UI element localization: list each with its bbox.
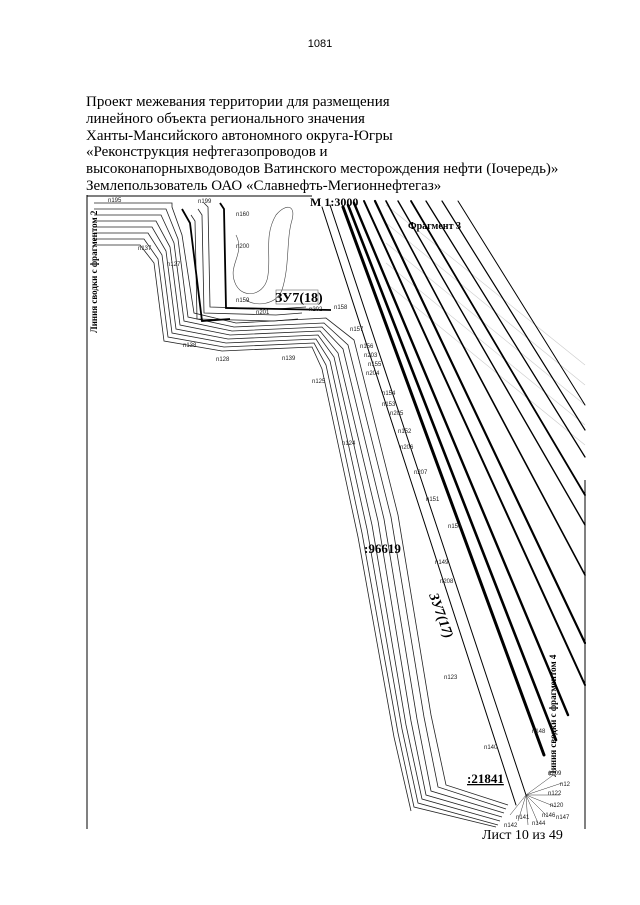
point-label: n144 (532, 821, 546, 827)
header-line: «Реконструкция нефтегазопроводов и (86, 144, 328, 161)
point-label: n148 (532, 729, 546, 735)
point-label: n151 (426, 497, 440, 503)
left-link-label: Линия сводки с фрагментом 2 (89, 210, 99, 333)
point-label: n138 (183, 343, 197, 349)
cadastral-label: :21841 (467, 771, 504, 786)
header-line: Ханты-Мансийского автономного округа-Югр… (86, 127, 393, 144)
point-label: n159 (236, 298, 250, 304)
point-label: n124 (342, 441, 356, 447)
point-label: n122 (548, 791, 562, 797)
point-label: n149 (435, 560, 449, 566)
header-line: высоконапорныхводоводов Ватинского место… (86, 161, 559, 178)
point-label: n152 (398, 429, 412, 435)
point-label: n128 (216, 357, 230, 363)
point-label: n127 (167, 262, 181, 268)
point-label: n155 (368, 362, 382, 368)
point-label: n208 (440, 579, 454, 585)
point-label: n203 (364, 353, 378, 359)
scale-label: М 1:3000 (310, 195, 358, 209)
point-label: n120 (550, 803, 564, 809)
point-label: n12 (560, 782, 571, 788)
point-label: n123 (444, 675, 458, 681)
point-label: n195 (108, 198, 122, 204)
header-line: линейного объекта регионального значения (86, 110, 365, 127)
point-label: n139 (282, 356, 296, 362)
point-label: n200 (236, 244, 250, 250)
point-label: n209 (548, 771, 562, 777)
point-label: n199 (198, 199, 212, 205)
fragment-label: Фрагмент 3 (408, 221, 461, 232)
cadastral-label: :96619 (364, 541, 401, 556)
point-label: n153 (382, 402, 396, 408)
point-label: n125 (312, 379, 326, 385)
header-line: Землепользователь ОАО «Славнефть-Мегионн… (86, 177, 442, 194)
parcel-label-main: ЗУ7(18) (275, 291, 323, 306)
point-label: n154 (382, 391, 396, 397)
point-label: n150 (448, 524, 462, 530)
map-frame (86, 195, 586, 829)
point-label: n207 (414, 470, 428, 476)
marker-square (275, 289, 319, 305)
page-number: 1081 (307, 38, 333, 50)
point-label: n137 (138, 246, 152, 252)
point-label: n204 (366, 371, 380, 377)
point-label: n206 (400, 445, 414, 451)
survey-map: М 1:3000 Фрагмент 3 Линия сводки с фрагм… (86, 195, 586, 829)
contour-line (232, 207, 294, 305)
point-label: n147 (556, 815, 570, 821)
fan-lines (509, 772, 563, 826)
point-label: n201 (256, 310, 270, 316)
parcel-boundaries (94, 202, 509, 828)
point-label: n142 (504, 823, 518, 829)
point-label: n202 (309, 307, 323, 313)
pipeline-bundle (321, 199, 586, 806)
sheet-number: Лист 10 из 49 (482, 828, 563, 843)
document-header: Проект межевания территории для размещен… (86, 94, 586, 195)
point-label: n140 (484, 745, 498, 751)
point-label: n205 (390, 411, 404, 417)
point-labels: n195 n199 n160 n137 n127 n200 n159 n201 … (108, 198, 571, 829)
point-label: n158 (334, 305, 348, 311)
point-label: n157 (350, 327, 364, 333)
right-link-label: Линия сводки с фрагментом 4 (548, 654, 558, 777)
main-parcel-outline (181, 202, 332, 322)
point-label: n156 (360, 344, 374, 350)
parcel-label-diagonal: ЗУ7(17) (425, 590, 456, 640)
point-label: n141 (516, 815, 530, 821)
point-label: n146 (542, 813, 556, 819)
point-label: n160 (236, 212, 250, 218)
header-line: Проект межевания территории для размещен… (86, 94, 390, 110)
